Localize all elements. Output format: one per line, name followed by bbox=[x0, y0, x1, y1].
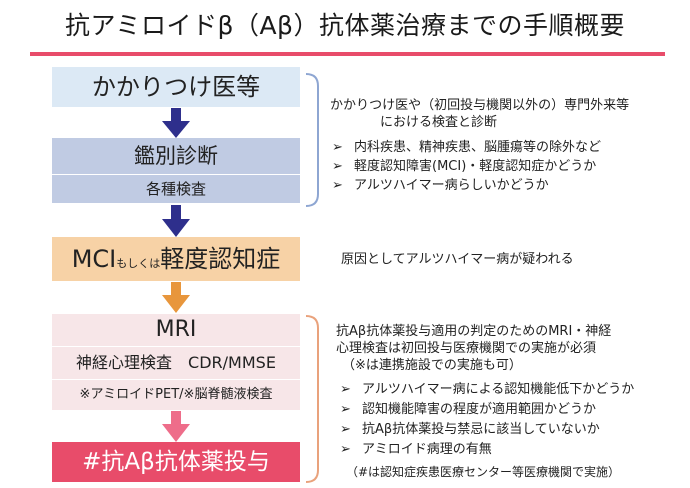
list-item: ➢認知機能障害の程度が適用範囲かどうか bbox=[340, 400, 634, 420]
note1-bullet-list: ➢内科疾患、精神疾患、脳腫瘍等の除外など ➢軽度認知障害(MCI)・軽度認知症か… bbox=[332, 138, 601, 195]
step-primary-care: かかりつけ医等 bbox=[52, 67, 300, 107]
title-underline bbox=[30, 52, 665, 56]
bracket-orange bbox=[305, 315, 319, 483]
step-mci-or-mild-dementia: MCIもしくは軽度認知症 bbox=[52, 237, 300, 281]
note3-line3: （※は連携施設での実施も可） bbox=[342, 358, 522, 373]
step-or-label: もしくは bbox=[116, 257, 161, 270]
step-differential-diagnosis: 鑑別診断 bbox=[52, 138, 300, 174]
page-title: 抗アミロイドβ（Aβ）抗体薬治療までの手順概要 bbox=[64, 11, 625, 40]
list-item: ➢アルツハイマー病による認知機能低下かどうか bbox=[340, 380, 634, 400]
step-neuropsych-test: 神経心理検査 CDR/MMSE bbox=[52, 347, 300, 379]
step-mri: MRI bbox=[52, 314, 300, 346]
step-amyloid-pet-csf: ※アミロイドPET/※脳脊髄液検査 bbox=[52, 380, 300, 410]
list-item: ➢内科疾患、精神疾患、脳腫瘍等の除外など bbox=[332, 140, 602, 155]
arrowhead-bullet-icon: ➢ bbox=[340, 422, 351, 437]
list-item: ➢アルツハイマー病らしいかどうか bbox=[332, 178, 549, 193]
arrow-down-icon bbox=[162, 282, 190, 313]
arrow-down-icon bbox=[162, 108, 190, 138]
note3-line1: 抗Aβ抗体薬投与適用の判定のためのMRI・神経 bbox=[336, 324, 612, 339]
arrow-down-icon bbox=[162, 411, 190, 442]
step-various-tests: 各種検査 bbox=[52, 175, 300, 203]
arrowhead-bullet-icon: ➢ bbox=[332, 178, 343, 193]
arrowhead-bullet-icon: ➢ bbox=[332, 140, 343, 155]
list-item: ➢アミロイド病理の有無 bbox=[340, 440, 634, 460]
bracket-blue bbox=[305, 73, 319, 207]
note1-line2: における検査と診断 bbox=[380, 115, 498, 130]
list-item: ➢抗Aβ抗体薬投与禁忌に該当していないか bbox=[340, 420, 634, 440]
arrowhead-bullet-icon: ➢ bbox=[340, 402, 351, 417]
note1-line1: かかりつけ医や（初回投与機関以外の）専門外来等 bbox=[330, 98, 630, 113]
note3-line2: 心理検査は初回投与医療機関での実施が必須 bbox=[336, 341, 597, 356]
arrowhead-bullet-icon: ➢ bbox=[332, 159, 343, 174]
arrowhead-bullet-icon: ➢ bbox=[340, 442, 351, 457]
step-mild-dementia-label: 軽度認知症 bbox=[160, 245, 281, 273]
list-item: ➢軽度認知障害(MCI)・軽度認知症かどうか bbox=[332, 159, 597, 174]
step-anti-abeta-administration: #抗Aβ抗体薬投与 bbox=[52, 442, 300, 482]
step-mci-label: MCI bbox=[71, 245, 117, 273]
note3-footer: （#は認知症疾患医療センター等医療機関で実施） bbox=[346, 465, 621, 479]
arrowhead-bullet-icon: ➢ bbox=[340, 382, 351, 397]
note3-bullet-list: ➢アルツハイマー病による認知機能低下かどうか ➢認知機能障害の程度が適用範囲かど… bbox=[340, 380, 634, 460]
arrow-down-icon bbox=[162, 205, 190, 237]
note2: 原因としてアルツハイマー病が疑われる bbox=[341, 252, 574, 267]
